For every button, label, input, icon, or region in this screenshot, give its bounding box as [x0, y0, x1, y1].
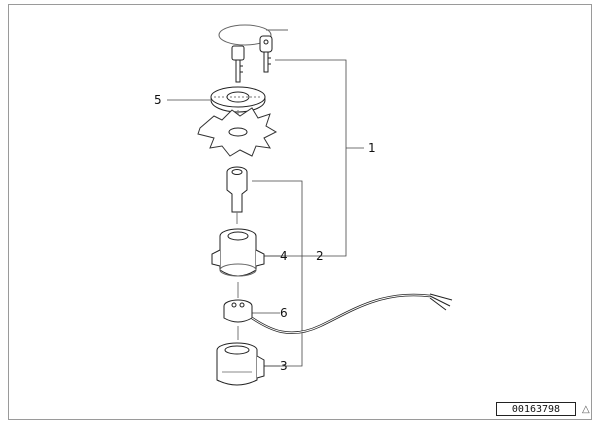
callout-4: 4	[280, 249, 288, 263]
callout-3: 3	[280, 359, 288, 373]
drawing-frame	[8, 4, 592, 420]
callout-1: 1	[368, 141, 376, 155]
callout-5: 5	[154, 93, 162, 107]
panel-cutout	[197, 107, 278, 157]
reference-number-box: 00163798	[496, 402, 576, 416]
keys-illustration	[218, 24, 288, 83]
callout-2: 2	[316, 249, 324, 263]
lock-cylinder	[226, 166, 248, 224]
callout-6: 6	[280, 306, 288, 320]
switch-part-6	[223, 293, 453, 340]
triangle-up-icon: △	[582, 404, 590, 415]
trim-ring-part-5	[210, 86, 266, 135]
housing-part-4	[211, 228, 265, 298]
cover-part-3	[216, 342, 265, 386]
